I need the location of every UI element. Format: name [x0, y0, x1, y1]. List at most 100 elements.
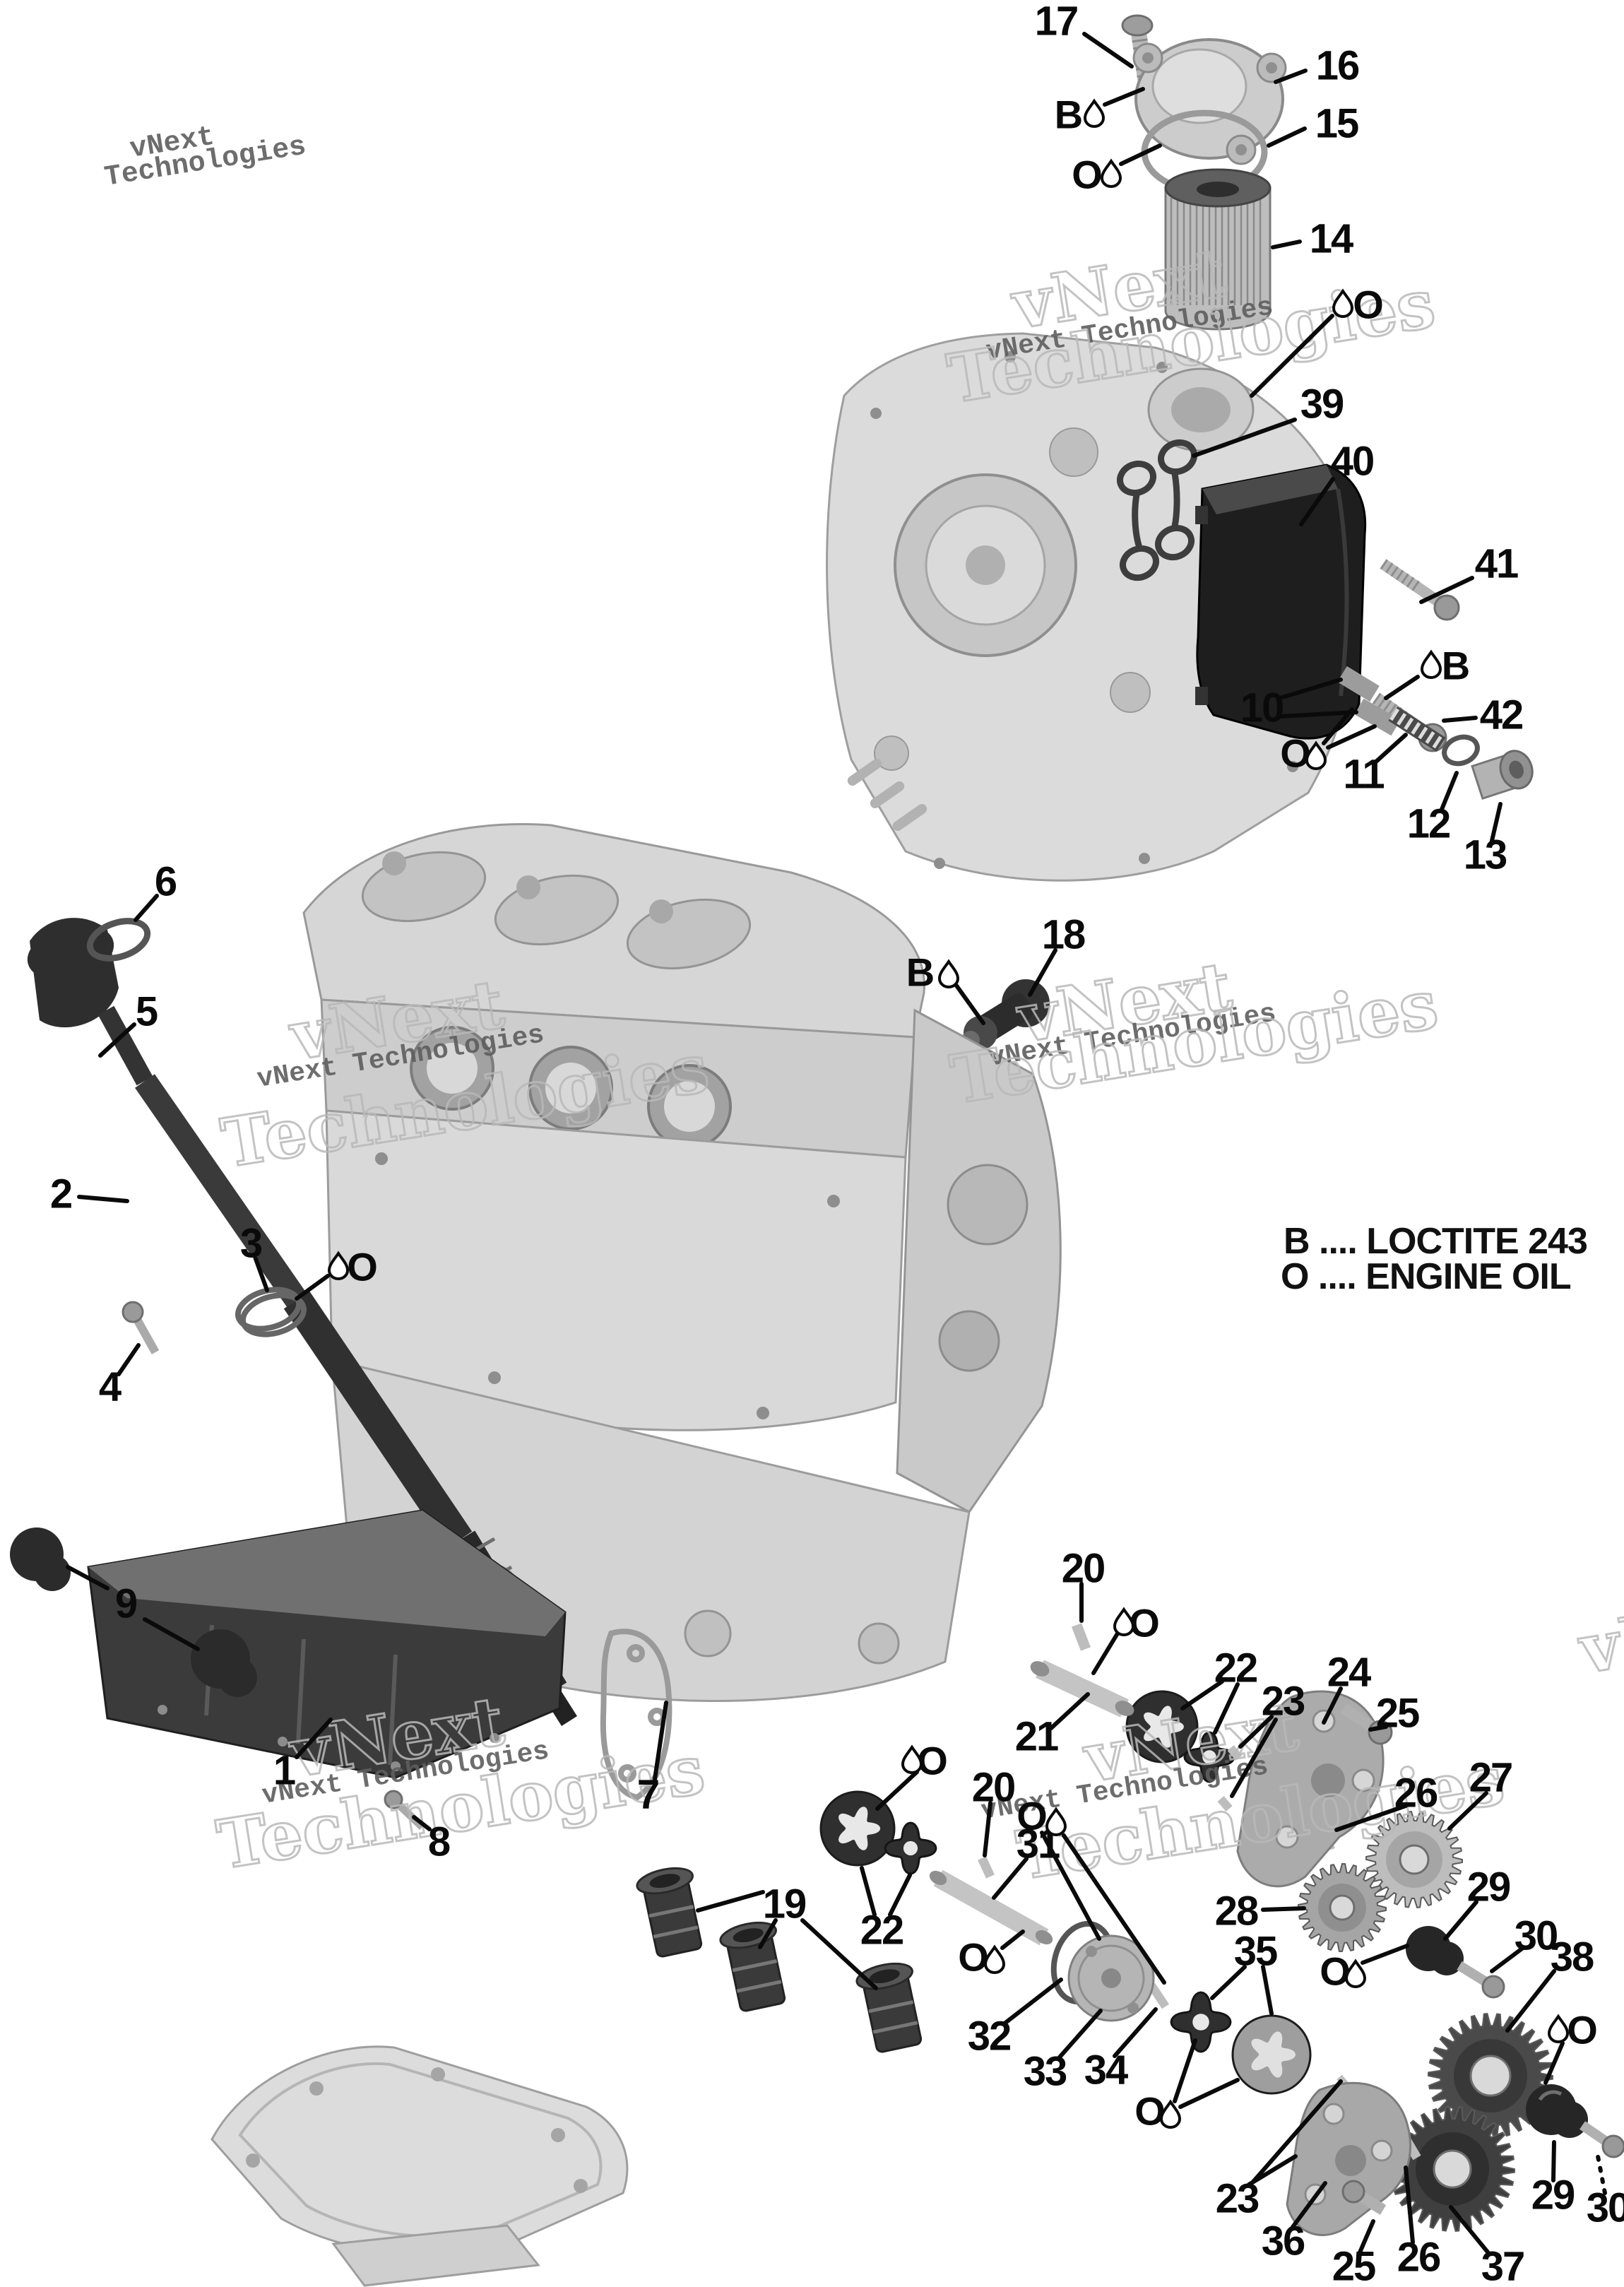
oil-filter-14-art: [1164, 168, 1272, 331]
callout-19-label: 19: [763, 1881, 806, 1927]
o-ring-12-art: [1442, 734, 1480, 767]
rotor-ring-35-art: [1231, 2014, 1312, 2095]
symbol-O-leader: [1250, 314, 1334, 398]
callout-17-leader: [1082, 32, 1134, 69]
callout-26-label: 26: [1394, 1771, 1438, 1816]
symbol-O-leader: [1322, 707, 1354, 745]
symbol-letter-O: O: [1134, 2089, 1166, 2134]
oil-cooler-40-art: [1195, 463, 1367, 740]
callout-22-label: 22: [860, 1908, 903, 1954]
callout-9-leader: [143, 1617, 200, 1651]
callout-10-label: 10: [1240, 685, 1284, 731]
rotor-star-22-right-art: [1183, 1731, 1235, 1783]
strainer-19-art: [719, 1921, 786, 2012]
callout-11-label: 11: [1343, 752, 1384, 798]
callout-12-label: 12: [1407, 801, 1450, 847]
o-ring-6-art: [86, 918, 151, 962]
callout-35-label: 35: [1234, 1929, 1277, 1975]
callout-22-label: 22: [1214, 1645, 1257, 1691]
callout-25-label: 25: [1376, 1691, 1419, 1737]
callout-26-label: 26: [1397, 2235, 1440, 2281]
callout-7-leader: [653, 1701, 668, 1781]
symbol-O-leader: [875, 1770, 919, 1811]
callout-29-label: 29: [1467, 1865, 1510, 1910]
plungers-10-art: [1337, 666, 1401, 736]
symbol-letter-B: B: [1055, 93, 1083, 137]
symbol-letter-O: O: [347, 1245, 378, 1289]
callout-20-label: 20: [972, 1765, 1015, 1811]
callout-36-leader: [1291, 2181, 1327, 2229]
callout-32-leader: [1002, 1978, 1063, 2026]
callout-24-leader: [1322, 1686, 1343, 1725]
callout-41-label: 41: [1475, 541, 1518, 587]
callout-16-label: 16: [1316, 43, 1359, 89]
pump-cover-33-art: [1067, 1934, 1155, 2022]
callout-28-leader: [1261, 1906, 1306, 1912]
symbol-letter-O: O: [1353, 283, 1384, 327]
callout-18-label: 18: [1042, 912, 1085, 958]
callout-22-leader: [860, 1866, 877, 1917]
callout-1-leader: [295, 1718, 333, 1759]
oil-drop-icon: [1100, 158, 1122, 188]
callout-30-label: 30: [1587, 2185, 1624, 2231]
oil-drop-icon: [1159, 2099, 1182, 2129]
strainer-19-art: [855, 1962, 923, 2053]
oil-drop-icon: [1547, 2014, 1570, 2043]
callout-4-leader: [117, 1343, 141, 1376]
callout-11-leader: [1374, 733, 1408, 764]
gasket-39-art: [1117, 439, 1197, 581]
callout-6-leader: [134, 894, 159, 922]
legend-row-engine-oil: O .... ENGINE OIL: [1281, 1256, 1571, 1297]
callout-14-leader: [1271, 240, 1302, 249]
callout-2-label: 2: [50, 1171, 71, 1217]
callout-20-label: 20: [1062, 1546, 1105, 1592]
legend: B .... LOCTITE 243 O .... ENGINE OIL: [1281, 1221, 1588, 1297]
lower-pan-art: [211, 2045, 629, 2287]
callout-31-leader: [992, 1857, 1029, 1900]
symbol-O-leader: [1326, 724, 1377, 750]
callout-34-leader: [1113, 2007, 1158, 2058]
callout-3-label: 3: [240, 1221, 262, 1267]
oil-drop-icon: [901, 1744, 923, 1774]
oil-drop-icon: [983, 1944, 1006, 1974]
callout-29-leader: [1551, 2140, 1556, 2182]
oil-drop-icon: [1420, 649, 1442, 679]
callout-37-leader: [1449, 2205, 1491, 2256]
legend-row-loctite: B .... LOCTITE 243: [1284, 1221, 1587, 1262]
callout-23-leader: [1238, 1715, 1274, 1749]
bolts-25-30-art: [1340, 1703, 1624, 2215]
callout-18-leader: [1028, 948, 1057, 997]
symbol-letter-O: O: [1072, 153, 1103, 197]
symbol-letter-B: B: [906, 950, 935, 995]
callout-42-label: 42: [1480, 692, 1523, 738]
callout-29-leader: [1443, 1900, 1478, 1941]
symbol-O-leader: [295, 1274, 330, 1301]
oil-drop-icon: [937, 959, 960, 988]
callout-2-leader: [77, 1195, 129, 1203]
callout-22-leader: [1180, 1679, 1224, 1710]
callout-41-leader: [1419, 576, 1474, 604]
symbol-B-leader: [1384, 675, 1420, 700]
symbol-O-leader: [1178, 2078, 1240, 2109]
symbol-letter-O: O: [1280, 731, 1311, 776]
oil-pump-24-art: [1236, 1690, 1385, 1888]
callout-16-leader: [1274, 69, 1308, 84]
callout-38-label: 38: [1551, 1934, 1594, 1980]
callout-40-leader: [1299, 477, 1335, 526]
caps-29-art: [1406, 1926, 1588, 2138]
callout-35-leader: [1210, 1965, 1247, 2000]
callout-38-leader: [1505, 1969, 1556, 2033]
callout-7-label: 7: [637, 1772, 658, 1818]
callout-20-leader: [983, 1801, 992, 1857]
symbol-O-leader: [1000, 1930, 1025, 1950]
callout-23-label: 23: [1262, 1679, 1305, 1725]
callout-25-label: 25: [1332, 2244, 1375, 2287]
callout-3-leader: [254, 1257, 269, 1292]
callout-9-leader: [66, 1565, 109, 1590]
oil-drop-icon: [1083, 98, 1106, 128]
callout-10-leader: [1278, 710, 1358, 719]
plugs-9-art: [10, 1527, 257, 1697]
callout-8-leader: [412, 1815, 432, 1831]
symbol-O-leader: [1040, 1831, 1101, 1941]
callout-40-label: 40: [1331, 439, 1374, 485]
